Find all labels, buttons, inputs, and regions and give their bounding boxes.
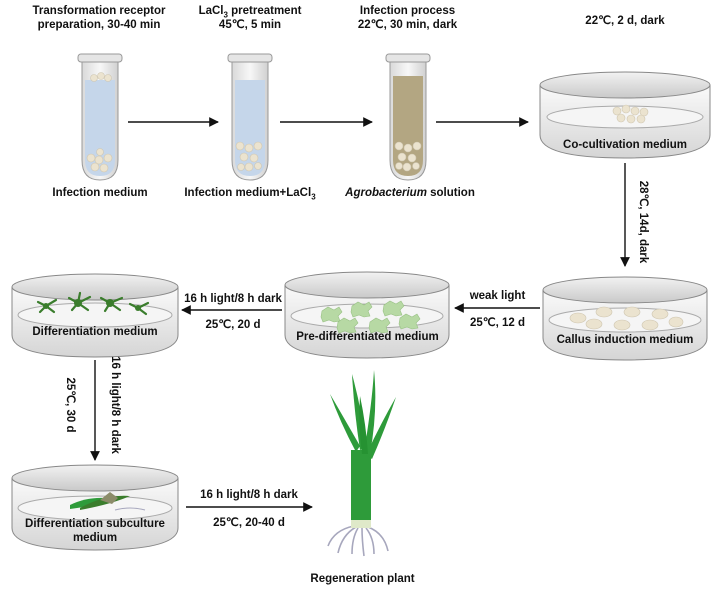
subculture-vertical-1: 16 h light/8 h dark xyxy=(109,356,121,454)
differentiation-arrow-top: 16 h light/8 h dark xyxy=(184,293,282,305)
prediff-arrow-bottom: 25℃, 12 d xyxy=(469,317,526,329)
tube-infection-medium xyxy=(77,53,123,181)
agrobacterium-rest: solution xyxy=(426,187,475,199)
dish-pre-differentiated xyxy=(284,271,450,359)
infection-title: Infection process xyxy=(359,5,456,17)
receptor-title: Transformation receptor preparation, 30-… xyxy=(32,5,166,31)
infection-detail: 22℃, 30 min, dark xyxy=(357,19,458,31)
subculture-vertical-2: 25℃, 30 d xyxy=(64,377,76,433)
receptor-medium-label: Infection medium xyxy=(52,187,148,199)
cocultivation-medium-label: Co-cultivation medium xyxy=(563,139,687,151)
lacl3-title-sub: 3 xyxy=(223,10,228,20)
tube-lacl3-medium xyxy=(227,53,273,181)
dish-differentiation-subculture xyxy=(11,464,179,551)
prediff-medium-label: Pre-differentiated medium xyxy=(296,331,439,343)
regeneration-arrow-bottom: 25℃, 20-40 d xyxy=(213,517,285,529)
dish-differentiation xyxy=(11,273,179,358)
lacl3-title-prefix: LaCl xyxy=(198,5,224,17)
dish-callus-induction xyxy=(542,276,708,361)
agrobacterium-italic: Agrobacterium xyxy=(345,187,427,199)
lacl3-title: LaCl3 pretreatment xyxy=(190,4,310,22)
lacl3-medium-prefix: Infection medium+LaCl xyxy=(184,187,312,199)
lacl3-detail: 45℃, 5 min xyxy=(218,19,282,31)
agrobacterium-medium-label: Agrobacterium solution xyxy=(340,186,480,200)
regeneration-plant-illustration xyxy=(327,370,396,557)
callus-vertical-condition: 28℃, 14d, dark xyxy=(637,180,649,264)
regeneration-plant-label: Regeneration plant xyxy=(310,573,415,585)
prediff-arrow-top: weak light xyxy=(469,290,526,302)
differentiation-medium-label: Differentiation medium xyxy=(32,326,158,338)
differentiation-arrow-bottom: 25℃, 20 d xyxy=(205,319,261,331)
tube-agrobacterium-solution xyxy=(385,53,431,181)
subculture-medium-label: Differentiation subculture medium xyxy=(25,518,165,544)
cocultivation-condition: 22℃, 2 d, dark xyxy=(585,15,665,27)
lacl3-title-suffix: pretreatment xyxy=(227,5,302,17)
callus-medium-label: Callus induction medium xyxy=(556,334,694,346)
regeneration-arrow-top: 16 h light/8 h dark xyxy=(200,489,298,501)
lacl3-medium-label: Infection medium+LaCl3 xyxy=(175,186,325,204)
dish-cocultivation xyxy=(539,71,711,159)
lacl3-medium-sub: 3 xyxy=(311,192,316,202)
